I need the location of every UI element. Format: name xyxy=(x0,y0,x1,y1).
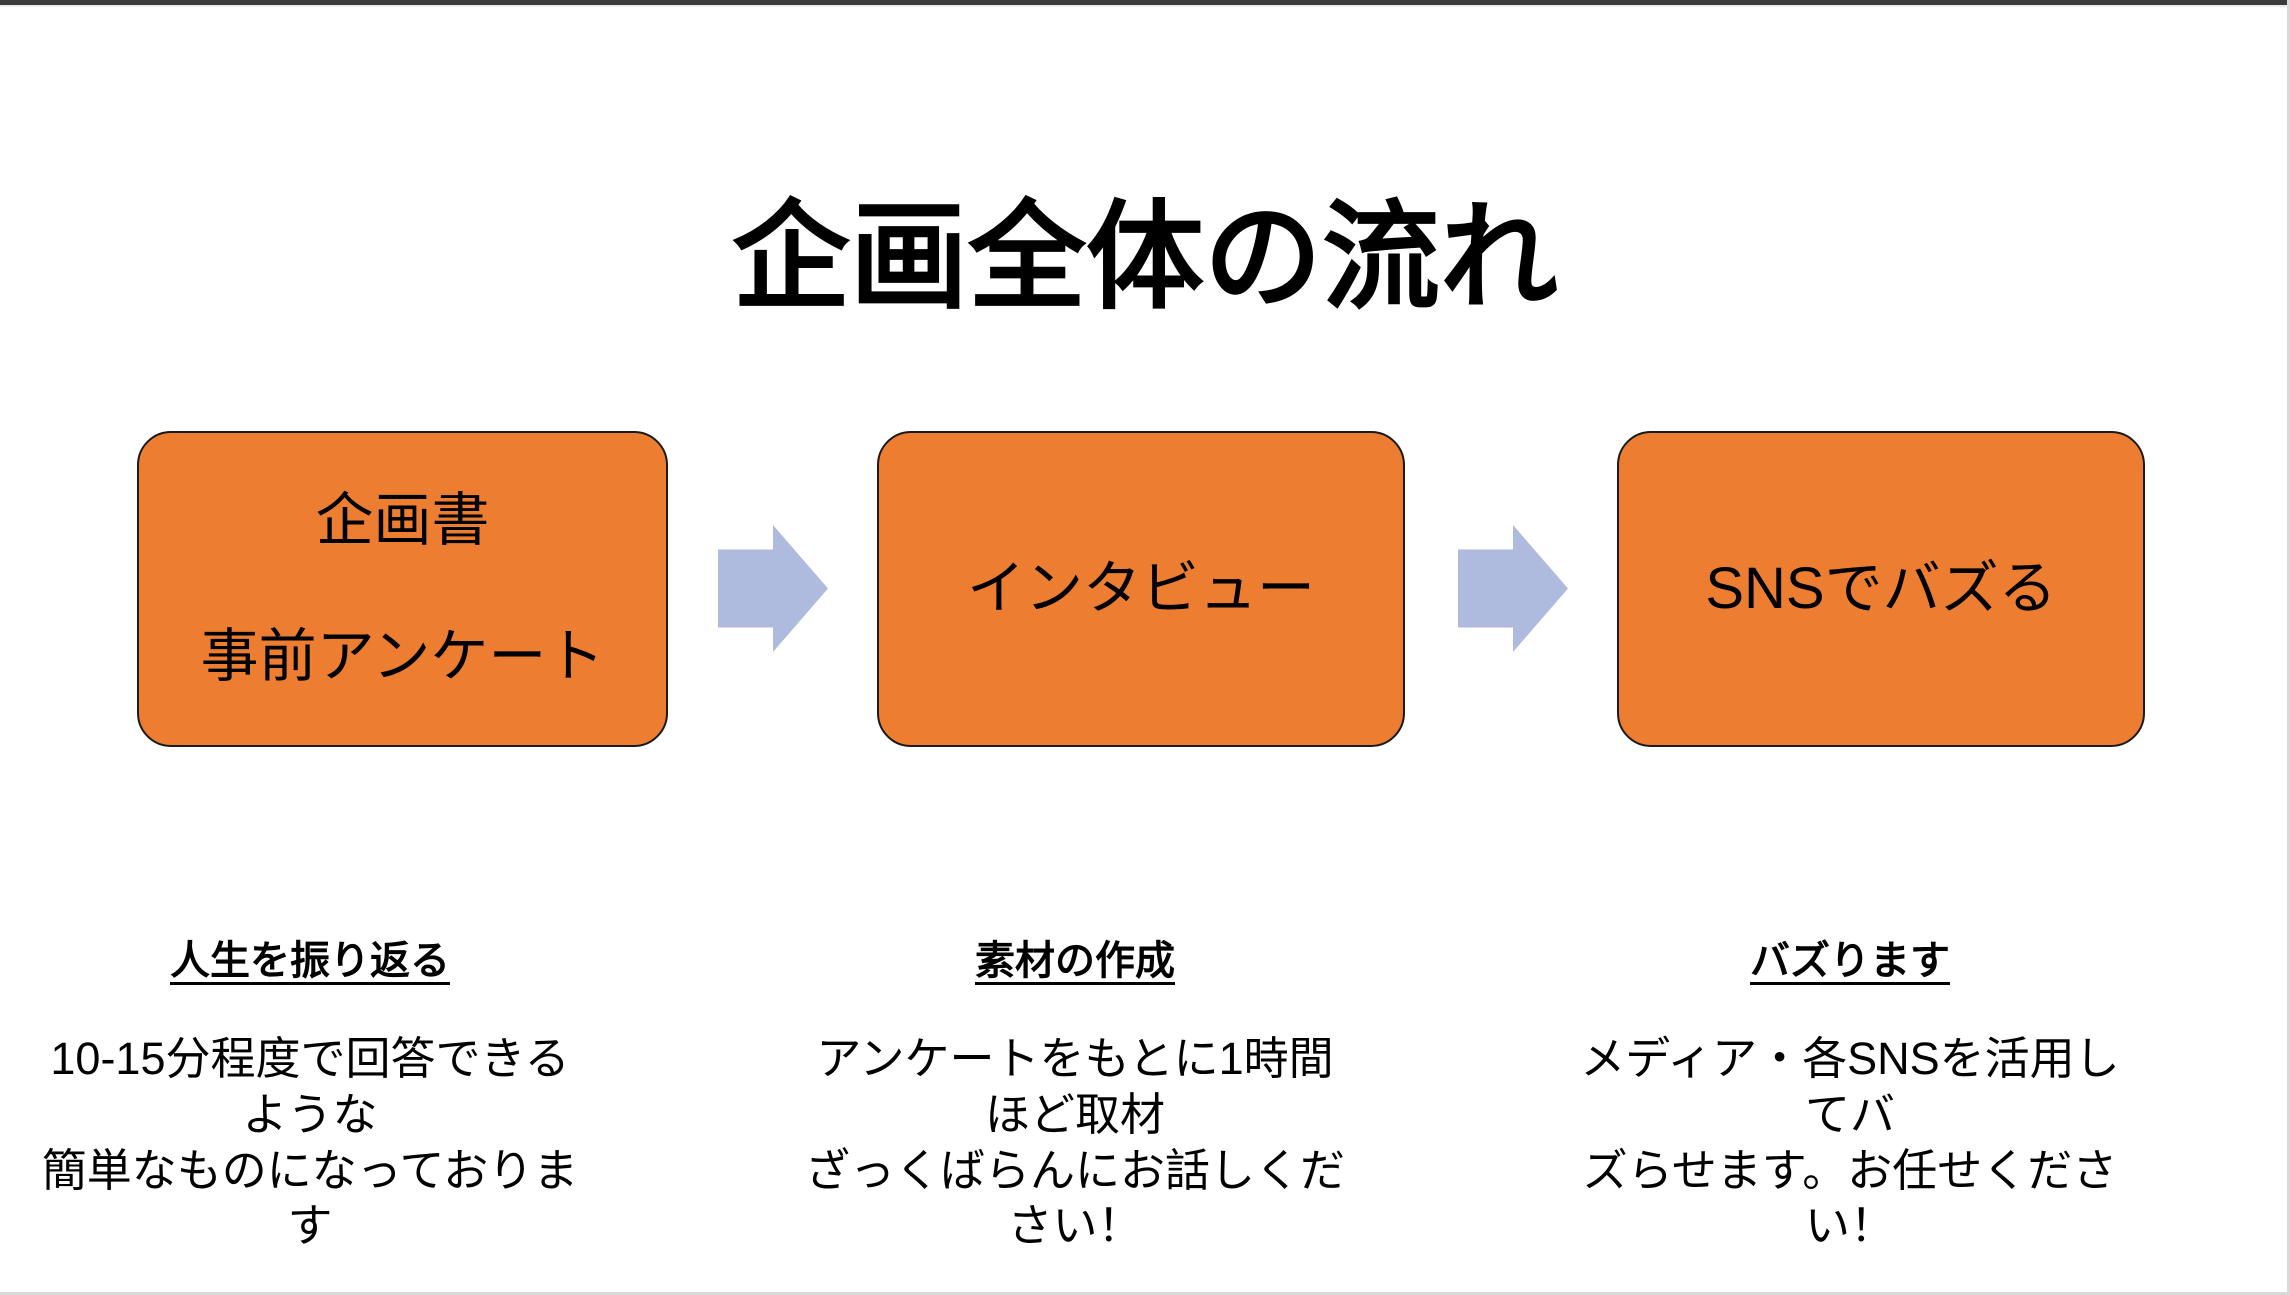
note-column-3: バズります メディア・各SNSを活用してバ ズらせます。お任せください！ xyxy=(1570,928,2130,1295)
block-arrow-right-icon xyxy=(718,525,828,652)
window-top-edge xyxy=(0,0,2290,7)
note-column-1: 人生を振り返る 10-15分程度で回答できるような 簡単なものになっております xyxy=(30,928,590,1295)
note-heading-3: バズります xyxy=(1750,939,1950,983)
flow-step-label-2: インタビュー xyxy=(966,555,1315,621)
slide-title: 企画全体の流れ xyxy=(731,192,1558,325)
flow-step-box-2: インタビュー xyxy=(877,431,1405,747)
note-heading-2: 素材の作成 xyxy=(975,939,1175,983)
note-heading-1: 人生を振り返る xyxy=(170,939,450,983)
note-body-2: アンケートをもとに1時間ほど取材 ざっくばらんにお話しください！ xyxy=(804,1033,1345,1252)
flow-step-label-1: 企画書 事前アンケート xyxy=(200,487,605,689)
flow-step-box-3: SNSでバズる xyxy=(1617,431,2145,747)
note-column-2: 素材の作成 アンケートをもとに1時間ほど取材 ざっくばらんにお話しください！ xyxy=(795,928,1355,1295)
flow-step-label-3: SNSでバズる xyxy=(1705,555,2057,621)
block-arrow-right-icon xyxy=(1458,525,1568,652)
note-body-1: 10-15分程度で回答できるような 簡単なものになっております xyxy=(41,1033,579,1252)
note-body-3: メディア・各SNSを活用してバ ズらせます。お任せください！ xyxy=(1580,1033,2120,1252)
flow-step-box-1: 企画書 事前アンケート xyxy=(137,431,668,747)
